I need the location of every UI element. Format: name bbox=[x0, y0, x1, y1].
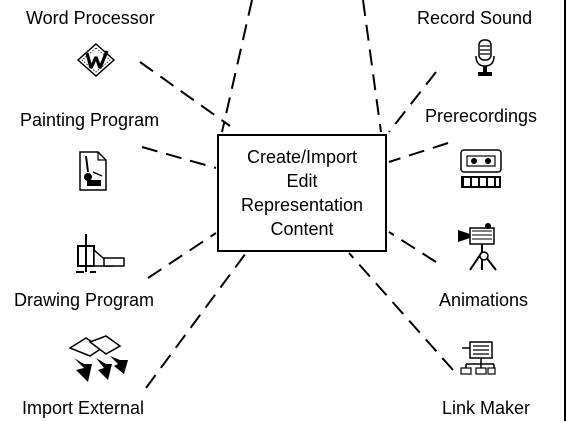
painting-icon bbox=[79, 151, 107, 191]
right-border bbox=[564, 0, 566, 421]
connector-word-processor bbox=[139, 61, 231, 127]
connector-link-maker bbox=[348, 252, 454, 371]
painting-program-label: Painting Program bbox=[20, 110, 160, 130]
connector-painting-program bbox=[141, 146, 217, 169]
record-sound-label: Record Sound bbox=[417, 8, 533, 28]
import-icon bbox=[68, 335, 128, 382]
connector-prerecordings bbox=[388, 142, 449, 163]
import-external-label: Import External bbox=[22, 398, 145, 418]
video-camera-icon bbox=[458, 223, 497, 271]
connector-record-sound bbox=[388, 71, 437, 133]
animations-label: Animations bbox=[439, 290, 529, 310]
link-maker-label: Link Maker bbox=[442, 398, 531, 418]
center-box: Create/Import Edit Representation Conten… bbox=[217, 134, 387, 252]
center-line-1: Create/Import bbox=[246, 147, 358, 167]
microphone-icon bbox=[475, 39, 495, 76]
word-processor-label: Word Processor bbox=[26, 8, 155, 28]
center-line-3: Representation bbox=[240, 195, 364, 215]
connector-animations bbox=[388, 231, 437, 263]
word-processor-icon bbox=[76, 42, 116, 78]
prerecordings-label: Prerecordings bbox=[425, 106, 538, 126]
link-maker-icon bbox=[460, 341, 496, 375]
drawing-icon bbox=[76, 234, 125, 273]
center-line-2: Edit bbox=[286, 171, 318, 191]
connector-top-left bbox=[221, 0, 253, 133]
connector-import-external bbox=[145, 252, 247, 389]
connector-drawing-program bbox=[147, 232, 217, 279]
center-line-4: Content bbox=[270, 219, 334, 239]
cassette-icon bbox=[460, 149, 502, 188]
connector-top-right bbox=[362, 0, 382, 133]
drawing-program-label: Drawing Program bbox=[14, 290, 155, 310]
